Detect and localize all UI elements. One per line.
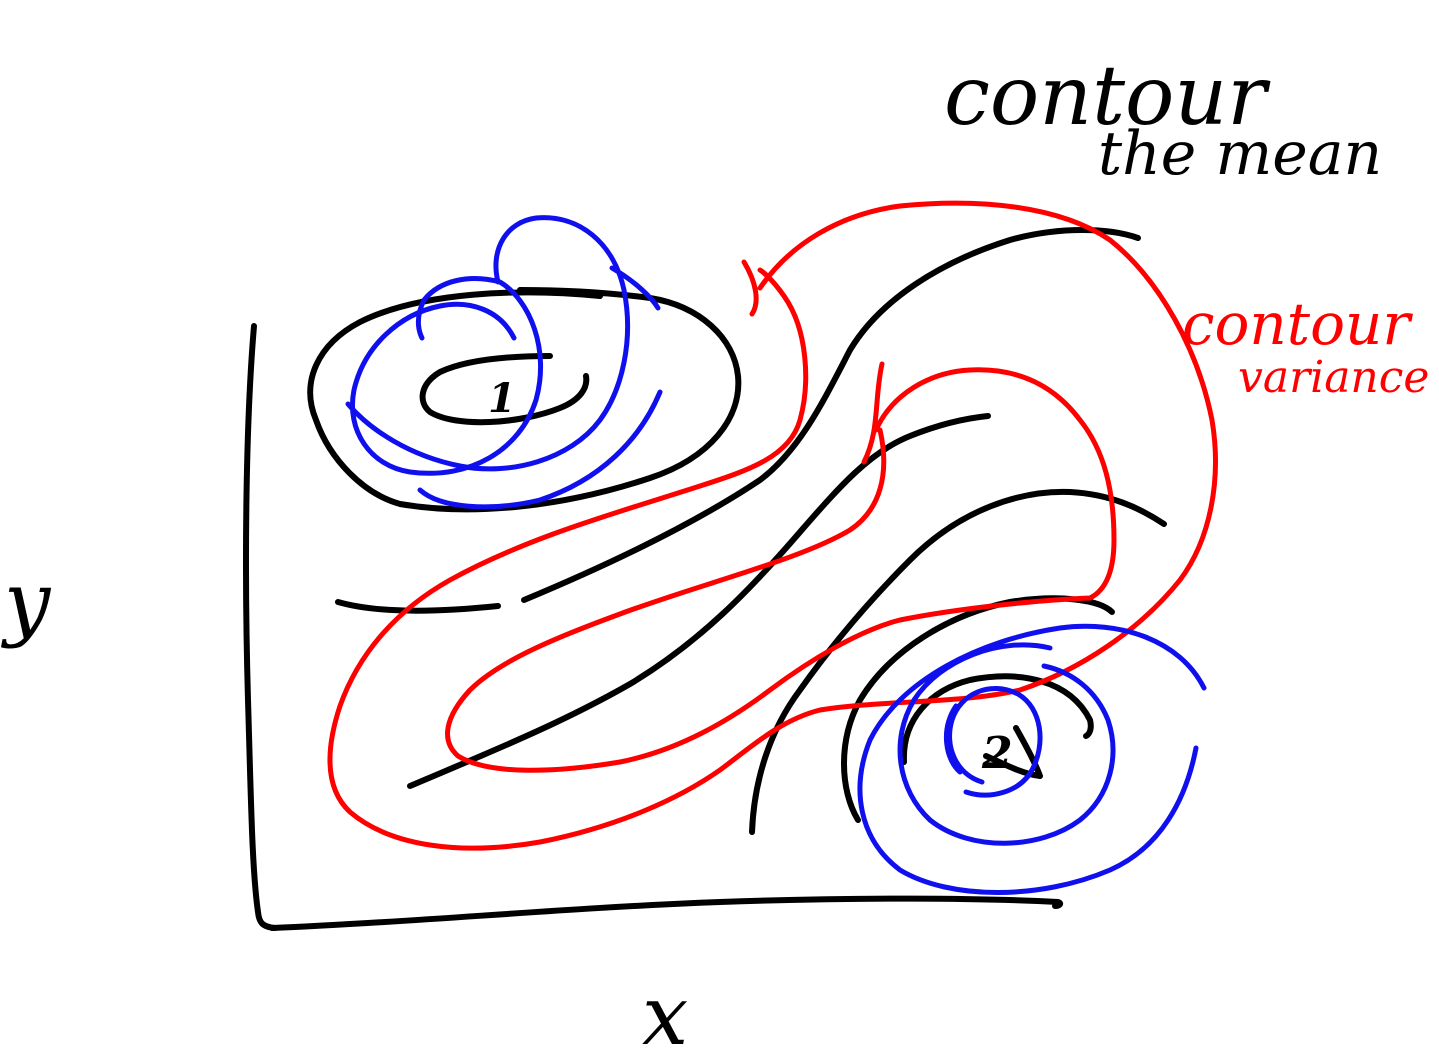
mean-contours: [307, 227, 1167, 835]
mean-contour-diagonal-1b: [521, 227, 1141, 603]
variance-annotation-line1: contour: [1182, 290, 1413, 358]
mean-contour-inner-1: [419, 353, 590, 426]
center-spiral-1: [345, 215, 663, 510]
y-axis-label: y: [0, 555, 52, 650]
center-labels: 1 2: [488, 375, 1013, 779]
center-spirals: [345, 215, 1207, 895]
center-label-2: 2: [981, 728, 1013, 779]
variance-contour-inner: [445, 361, 1117, 773]
mean-contour-outer-1: [307, 287, 742, 513]
mean-annotation-line2: the mean: [1098, 119, 1382, 189]
variance-contour-line: [327, 200, 1218, 851]
center-label-1: 1: [488, 375, 516, 422]
center-spiral-2: [857, 623, 1207, 895]
annotations: contour the mean contour variance: [944, 49, 1429, 403]
mean-contour-inner-2: [983, 725, 1043, 779]
axes: [243, 323, 1064, 931]
mean-contour-diagonal-2: [407, 413, 991, 789]
variance-contour: [327, 200, 1218, 851]
x-axis-line: [269, 895, 1064, 931]
mean-contour-outer-2: [841, 595, 1115, 823]
variance-annotation-line2: variance: [1238, 352, 1429, 403]
mean-contour-diagonal-1: [335, 599, 501, 614]
x-axis-label: x: [642, 969, 688, 1064]
mean-contour-mid-2: [900, 673, 1094, 765]
axis-labels: x y: [0, 555, 688, 1064]
y-axis-line: [243, 323, 278, 931]
mean-annotation-line1: contour: [944, 49, 1271, 144]
